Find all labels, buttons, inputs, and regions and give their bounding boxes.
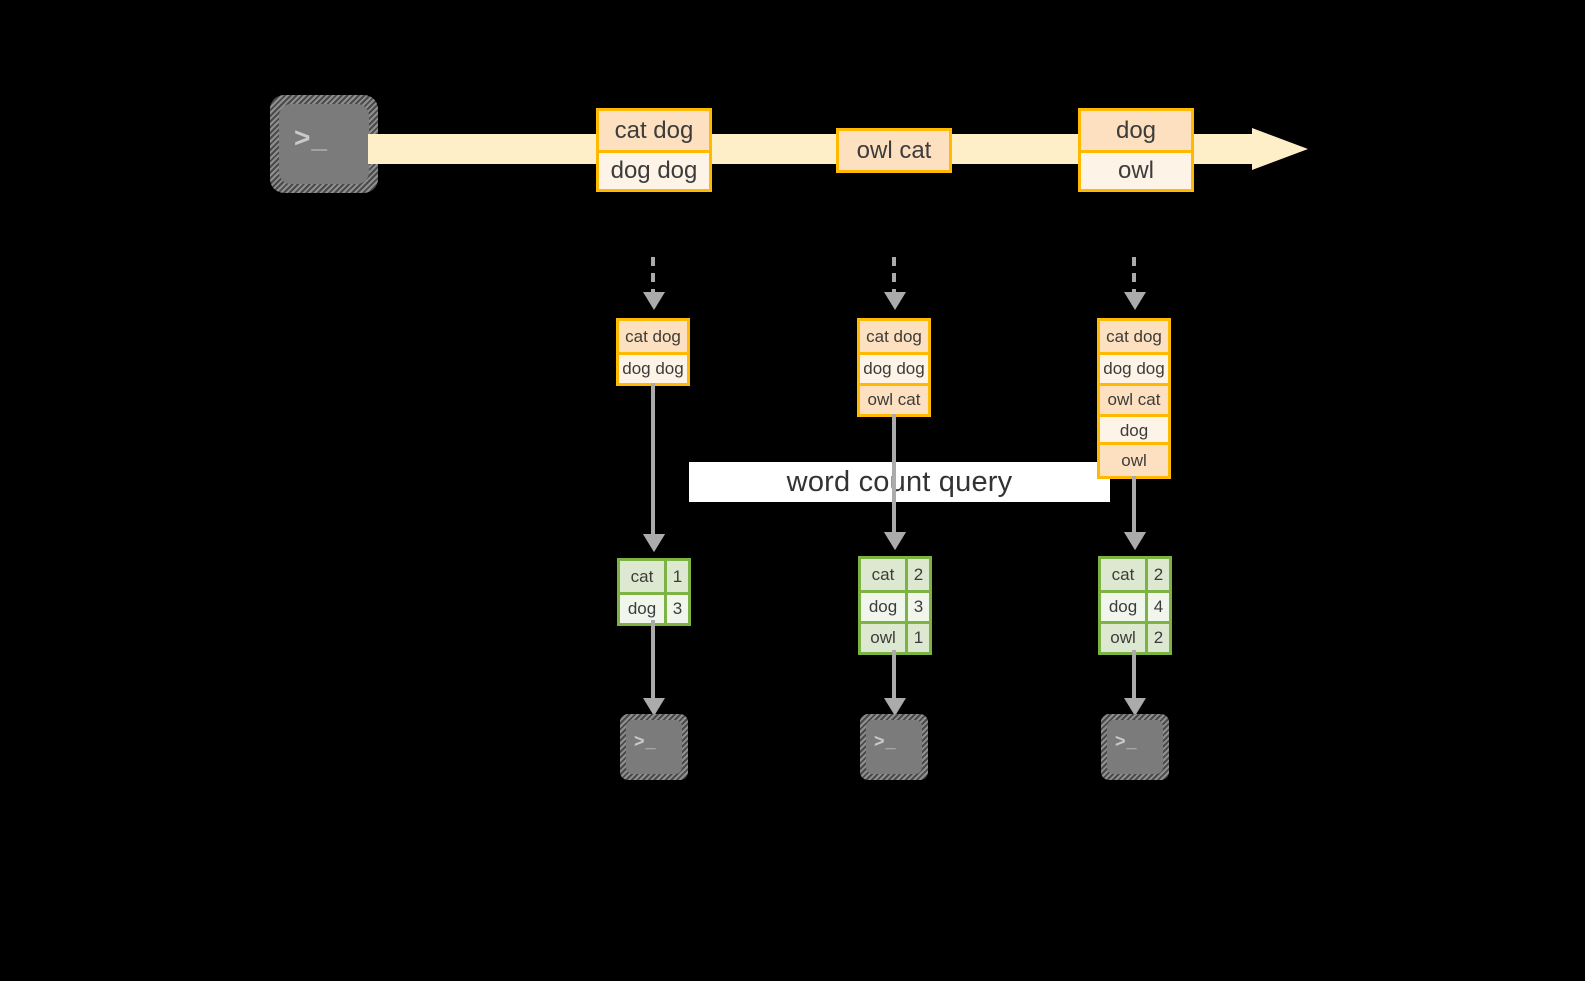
stream-tap-dashed-line (1132, 257, 1136, 295)
input-row: owl cat (1100, 383, 1168, 414)
input-row: cat dog (619, 321, 687, 352)
accumulated-input-table-overlap: owl (1097, 442, 1171, 479)
result-count: 2 (1153, 564, 1164, 584)
result-word: owl (1101, 624, 1148, 652)
sink-connector-line (892, 650, 896, 704)
sink-terminal-icon: >_ (860, 714, 928, 780)
terminal-screen (866, 720, 922, 774)
stream-tap-arrowhead (884, 292, 906, 310)
terminal-screen (1107, 720, 1163, 774)
sink-connector-arrowhead (884, 698, 906, 716)
terminal-prompt-glyph: >_ (874, 731, 897, 751)
stream-message-row: dog (1081, 111, 1191, 150)
query-connector-arrowhead-overlap (1124, 532, 1146, 550)
result-row: owl 1 (861, 621, 929, 652)
result-count: 4 (1153, 597, 1164, 616)
source-terminal-icon: >_ (270, 95, 378, 193)
input-row: dog dog (619, 352, 687, 383)
input-row: owl (1100, 445, 1168, 476)
terminal-prompt-glyph: >_ (294, 122, 328, 153)
result-table: cat 1 dog 3 (617, 558, 691, 626)
stream-tap-arrowhead (1124, 292, 1146, 310)
query-connector-arrowhead-overlap (884, 532, 906, 550)
result-word: cat (861, 559, 908, 590)
sink-connector-arrowhead (1124, 698, 1146, 716)
stream-message-row: owl cat (839, 131, 949, 170)
result-count: 1 (913, 628, 924, 647)
stream-message-row: dog dog (599, 150, 709, 189)
terminal-screen (279, 104, 369, 184)
result-table: cat 2 dog 4 owl 2 (1098, 556, 1172, 655)
stream-message-row: owl (1081, 150, 1191, 189)
sink-terminal-icon: >_ (620, 714, 688, 780)
query-connector-line-overlap (1132, 476, 1136, 536)
result-word: cat (620, 561, 667, 592)
result-word: dog (620, 595, 667, 623)
result-row: dog 3 (620, 592, 688, 623)
query-connector-arrowhead-overlap (643, 534, 665, 552)
query-banner-label: word count query (786, 465, 1013, 498)
result-row: cat 2 (1101, 559, 1169, 590)
result-count: 1 (672, 566, 683, 586)
stream-message-box: owl cat (836, 128, 952, 173)
result-count: 3 (913, 597, 924, 616)
query-connector-line-overlap (892, 462, 896, 536)
result-count: 2 (1153, 628, 1164, 647)
stream-tap-dashed-line (651, 257, 655, 295)
result-row: cat 2 (861, 559, 929, 590)
stream-tap-dashed-line (892, 257, 896, 295)
result-row: cat 1 (620, 561, 688, 592)
result-row: owl 2 (1101, 621, 1169, 652)
result-count: 2 (913, 564, 924, 584)
sink-terminal-icon: >_ (1101, 714, 1169, 780)
query-banner: word count query (689, 462, 1110, 502)
result-word: cat (1101, 559, 1148, 590)
result-word: owl (861, 624, 908, 652)
input-row: dog dog (1100, 352, 1168, 383)
stream-arrow-head (1252, 128, 1308, 170)
input-row: dog (1100, 414, 1168, 445)
result-table: cat 2 dog 3 owl 1 (858, 556, 932, 655)
terminal-screen (626, 720, 682, 774)
accumulated-input-table: cat dog dog dog (616, 318, 690, 386)
input-row: owl cat (860, 383, 928, 414)
query-connector-line (651, 383, 655, 538)
query-connector-line-overlap (651, 462, 655, 538)
result-word: dog (861, 593, 908, 621)
terminal-prompt-glyph: >_ (1115, 731, 1138, 751)
stream-message-row: cat dog (599, 111, 709, 150)
stream-message-box: cat dog dog dog (596, 108, 712, 192)
result-word: dog (1101, 593, 1148, 621)
stream-message-box: dog owl (1078, 108, 1194, 192)
input-row: cat dog (860, 321, 928, 352)
sink-connector-line (651, 620, 655, 704)
terminal-prompt-glyph: >_ (634, 731, 657, 751)
result-row: dog 4 (1101, 590, 1169, 621)
accumulated-input-table: cat dog dog dog owl cat (857, 318, 931, 417)
sink-connector-line (1132, 650, 1136, 704)
result-count: 3 (672, 599, 683, 618)
stream-tap-arrowhead (643, 292, 665, 310)
input-row: cat dog (1100, 321, 1168, 352)
result-row: dog 3 (861, 590, 929, 621)
input-row: dog dog (860, 352, 928, 383)
sink-connector-arrowhead (643, 698, 665, 716)
